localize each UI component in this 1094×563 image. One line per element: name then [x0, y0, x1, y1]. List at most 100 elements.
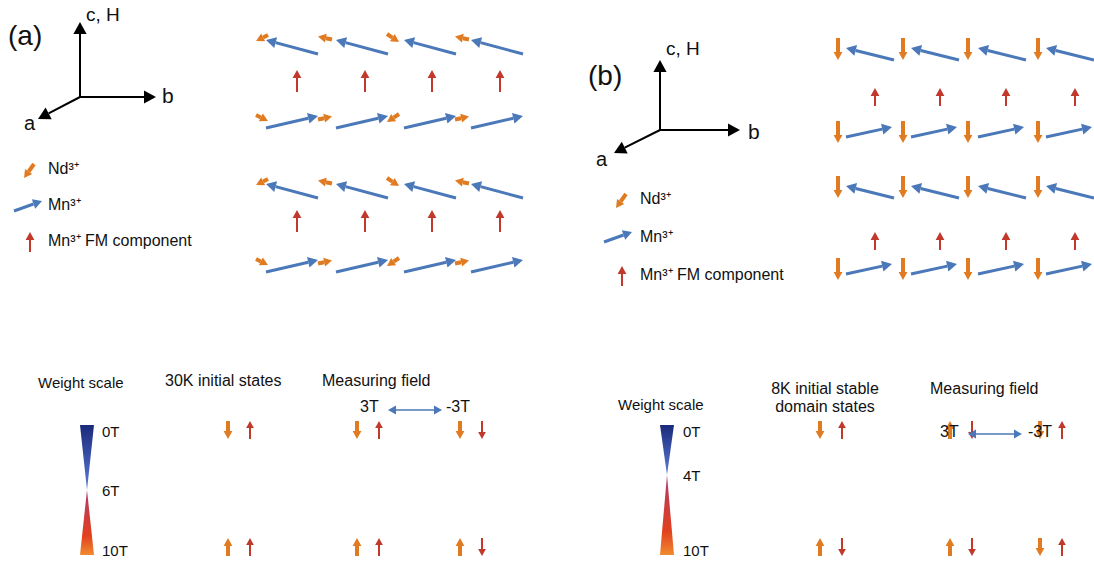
legend-nd-sample-head — [616, 199, 624, 208]
axis-b — [660, 129, 728, 131]
nd-spin-head — [899, 52, 908, 60]
fm-state — [378, 428, 380, 439]
legend-nd-sample-head — [24, 169, 32, 178]
legend-nd-sample — [621, 194, 626, 201]
text-label: c, H — [666, 38, 700, 60]
mn-spin-head — [946, 124, 957, 135]
axis-c — [79, 34, 81, 97]
fm-state — [1061, 545, 1063, 556]
mn-spin — [404, 118, 446, 128]
nd-spin-head — [834, 190, 843, 198]
mn-spin — [346, 43, 388, 54]
text-label: 0T — [102, 423, 120, 440]
text-label: 10T — [102, 542, 128, 559]
mn-spin — [481, 43, 523, 54]
mn-spin-head — [445, 257, 456, 268]
nd-spin-head — [390, 178, 399, 186]
nd-spin — [256, 259, 261, 261]
nd-spin-head — [323, 114, 332, 123]
mn-spin-head — [336, 37, 347, 48]
nd-spin-head — [455, 34, 464, 43]
nd-spin — [463, 38, 469, 39]
field-sweep-arrow — [976, 433, 1014, 435]
nd-spin-head — [460, 114, 469, 123]
fm-component-head — [361, 210, 370, 218]
nd-state-head — [816, 538, 825, 546]
fm-component — [1074, 240, 1076, 250]
nd-spin — [836, 38, 840, 52]
fm-component — [1005, 96, 1007, 106]
fm-component-head — [1071, 232, 1080, 240]
legend-nd-sample — [29, 164, 34, 171]
fm-component-head — [936, 232, 945, 240]
nd-spin-head — [964, 272, 973, 280]
mn-spin — [336, 262, 378, 272]
mn-spin-head — [266, 37, 277, 48]
nd-state-head — [1036, 548, 1045, 556]
nd-spin-head — [259, 257, 268, 265]
mn-spin — [1046, 129, 1082, 137]
mn-spin — [266, 118, 308, 128]
mn-spin — [266, 262, 308, 272]
fm-component-head — [428, 70, 437, 78]
mn-spin-head — [404, 37, 415, 48]
legend-text: Mn³⁺ FM component — [640, 266, 784, 284]
mn-spin-head — [307, 257, 318, 268]
text-label: b — [162, 84, 174, 108]
text-label: Measuring field — [930, 380, 1039, 398]
fm-state — [841, 538, 843, 549]
fm-component-head — [936, 88, 945, 96]
mn-spin-head — [978, 45, 989, 56]
nd-state — [355, 421, 359, 431]
fm-state — [249, 545, 251, 556]
text-label: -3T — [1028, 423, 1052, 441]
mn-spin-head — [471, 37, 482, 48]
text-label: 10T — [683, 542, 709, 559]
nd-state-head — [456, 538, 465, 546]
mn-spin — [921, 188, 959, 198]
nd-spin — [1036, 176, 1040, 190]
nd-state — [458, 546, 462, 556]
fm-component-head — [293, 70, 302, 78]
nd-spin-head — [834, 135, 843, 143]
mn-spin-head — [911, 183, 922, 194]
nd-state — [458, 421, 462, 431]
mn-spin — [978, 266, 1014, 274]
axis-c-head — [653, 60, 666, 72]
nd-state-head — [353, 538, 362, 546]
fm-component — [431, 78, 433, 92]
mn-spin — [921, 50, 959, 60]
fm-state-head — [246, 538, 254, 545]
nd-spin-head — [318, 178, 327, 187]
mn-spin — [414, 43, 456, 54]
fm-state-head — [375, 421, 383, 428]
fm-state-head — [478, 549, 486, 556]
axis-a — [49, 97, 80, 113]
nd-spin — [263, 179, 268, 181]
nd-spin — [1036, 38, 1040, 52]
nd-state — [1038, 538, 1042, 548]
mn-spin-head — [1081, 124, 1092, 135]
nd-spin-head — [387, 258, 396, 266]
fm-component-head — [361, 70, 370, 78]
axis-a-head — [38, 108, 52, 120]
text-label: a — [596, 148, 607, 171]
text-label: Weight scale — [618, 396, 704, 413]
field-sweep-arrow-head — [388, 406, 396, 415]
text-label: Measuring field — [322, 372, 431, 390]
fm-component-head — [496, 70, 505, 78]
nd-state-head — [224, 431, 233, 439]
legend-text: Nd³⁺ — [640, 190, 671, 208]
fm-state — [1061, 428, 1063, 439]
axis-b-head — [144, 90, 156, 103]
mn-spin — [1056, 188, 1094, 198]
field-sweep-arrow-head — [1014, 430, 1022, 439]
nd-state-head — [353, 431, 362, 439]
legend-mn-sample — [14, 204, 34, 211]
legend-fm-sample — [621, 274, 623, 286]
nd-spin — [455, 262, 461, 263]
mn-spin — [988, 50, 1026, 60]
mn-spin — [471, 118, 513, 128]
legend-mn-sample-head — [32, 199, 42, 208]
nd-spin — [966, 38, 970, 52]
